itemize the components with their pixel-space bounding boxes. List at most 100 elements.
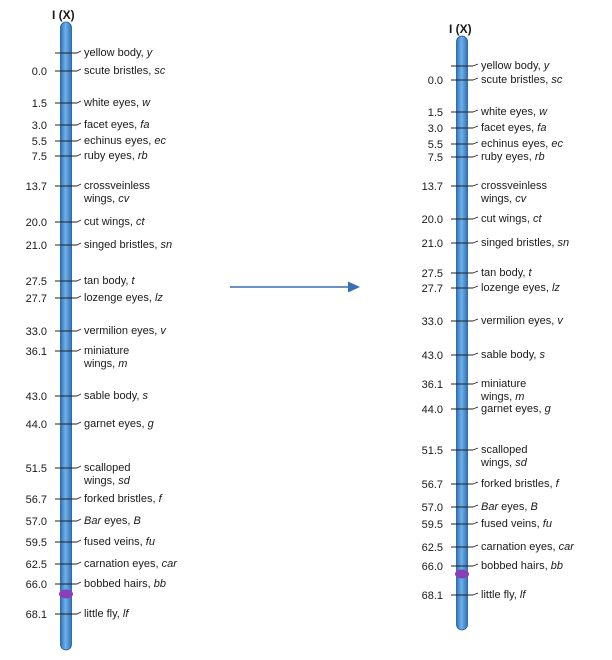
gene-name: wings, xyxy=(83,475,118,487)
gene-name: wings, xyxy=(83,358,118,370)
gene-name: wings, xyxy=(480,457,515,469)
gene-symbol: ct xyxy=(533,213,543,225)
locus-connector xyxy=(76,348,82,352)
gene-symbol: ct xyxy=(136,216,146,228)
left-locus: 59.5 fused veins, fu xyxy=(26,536,155,549)
gene-symbol: fa xyxy=(140,119,149,131)
locus-gene-label: tan body, t xyxy=(84,275,136,287)
right-chromosome xyxy=(455,35,469,631)
locus-position: 7.5 xyxy=(428,152,443,164)
locus-connector xyxy=(76,611,82,615)
locus-gene-label-line2: wings, sd xyxy=(480,457,528,469)
gene-symbol: sn xyxy=(160,239,172,251)
locus-gene-label: lozenge eyes, lz xyxy=(481,282,560,294)
gene-symbol: v xyxy=(557,315,564,327)
locus-connector xyxy=(76,68,82,72)
gene-symbol: s xyxy=(143,390,149,402)
locus-gene-label: vermilion eyes, v xyxy=(84,325,167,337)
locus-connector xyxy=(76,421,82,425)
gene-name: lozenge eyes, xyxy=(84,292,155,304)
locus-position: 33.0 xyxy=(26,326,47,338)
gene-name: garnet eyes, xyxy=(481,403,545,415)
locus-position: 21.0 xyxy=(422,238,443,250)
gene-symbol: sc xyxy=(551,74,563,86)
locus-gene-label: forked bristles, f xyxy=(84,493,163,505)
gene-symbol: m xyxy=(515,391,524,403)
gene-symbol: lz xyxy=(552,282,560,294)
locus-connector xyxy=(472,77,479,81)
locus-gene-label: bobbed hairs, bb xyxy=(84,578,166,590)
gene-name: scute bristles, xyxy=(481,74,551,86)
locus-position: 1.5 xyxy=(32,98,47,110)
locus-position: 59.5 xyxy=(26,537,47,549)
locus-gene-label: ruby eyes, rb xyxy=(84,150,148,162)
locus-gene-label: miniature xyxy=(481,378,526,390)
locus-connector xyxy=(76,465,82,469)
right-locus: 0.0 scute bristles, sc xyxy=(428,74,563,87)
locus-gene-label: fused veins, fu xyxy=(84,536,155,548)
locus-position: 36.1 xyxy=(422,379,443,391)
locus-gene-label-line2: wings, cv xyxy=(480,193,528,205)
locus-gene-label-line2: wings, m xyxy=(83,358,127,370)
locus-position: 27.5 xyxy=(422,268,443,280)
gene-symbol: cv xyxy=(118,193,131,205)
gene-name: fused veins, xyxy=(481,518,543,530)
gene-symbol: w xyxy=(142,97,151,109)
locus-position: 0.0 xyxy=(32,66,47,78)
locus-position: 43.0 xyxy=(26,391,47,403)
locus-gene-label: singed bristles, sn xyxy=(84,239,172,251)
locus-gene-label: cut wings, ct xyxy=(481,213,542,225)
gene-name: yellow body, xyxy=(481,60,544,72)
locus-position: 20.0 xyxy=(422,214,443,226)
locus-gene-label-line2: wings, sd xyxy=(83,475,131,487)
gene-name: facet eyes, xyxy=(481,122,537,134)
right-centromere xyxy=(455,569,469,579)
locus-position: 5.5 xyxy=(428,139,443,151)
locus-connector xyxy=(76,278,82,282)
locus-connector xyxy=(76,122,82,126)
locus-connector xyxy=(76,518,82,522)
gene-symbol: Bar xyxy=(481,501,499,513)
right-map-title: I (X) xyxy=(449,22,472,36)
locus-connector xyxy=(76,581,82,585)
locus-gene-label: sable body, s xyxy=(84,390,149,402)
locus-connector xyxy=(472,504,479,508)
gene-name: crossveinless xyxy=(84,180,151,192)
locus-connector xyxy=(76,138,82,142)
locus-connector xyxy=(472,109,479,113)
gene-name: bobbed hairs, xyxy=(84,578,154,590)
locus-connector xyxy=(472,270,479,274)
locus-gene-label-line2: wings, m xyxy=(480,391,524,403)
gene-symbol: bb xyxy=(154,578,166,590)
locus-connector xyxy=(76,295,82,299)
locus-position: 13.7 xyxy=(26,181,47,193)
right-locus: 20.0 cut wings, ct xyxy=(422,213,543,226)
gene-symbol: lz xyxy=(155,292,163,304)
locus-connector xyxy=(472,544,479,548)
gene-name: crossveinless xyxy=(481,180,548,192)
locus-gene-label: yellow body, y xyxy=(481,60,551,72)
locus-gene-label: fused veins, fu xyxy=(481,518,552,530)
locus-connector xyxy=(472,381,479,385)
gene-symbol: rb xyxy=(138,150,148,162)
locus-gene-label: tan body, t xyxy=(481,267,533,279)
left-locus: yellow body, y xyxy=(55,47,154,59)
gene-symbol: fu xyxy=(146,536,155,548)
locus-position: 20.0 xyxy=(26,217,47,229)
locus-connector xyxy=(472,183,479,187)
gene-name: vermilion eyes, xyxy=(84,325,160,337)
locus-position: 68.1 xyxy=(26,609,47,621)
locus-position: 0.0 xyxy=(428,75,443,87)
